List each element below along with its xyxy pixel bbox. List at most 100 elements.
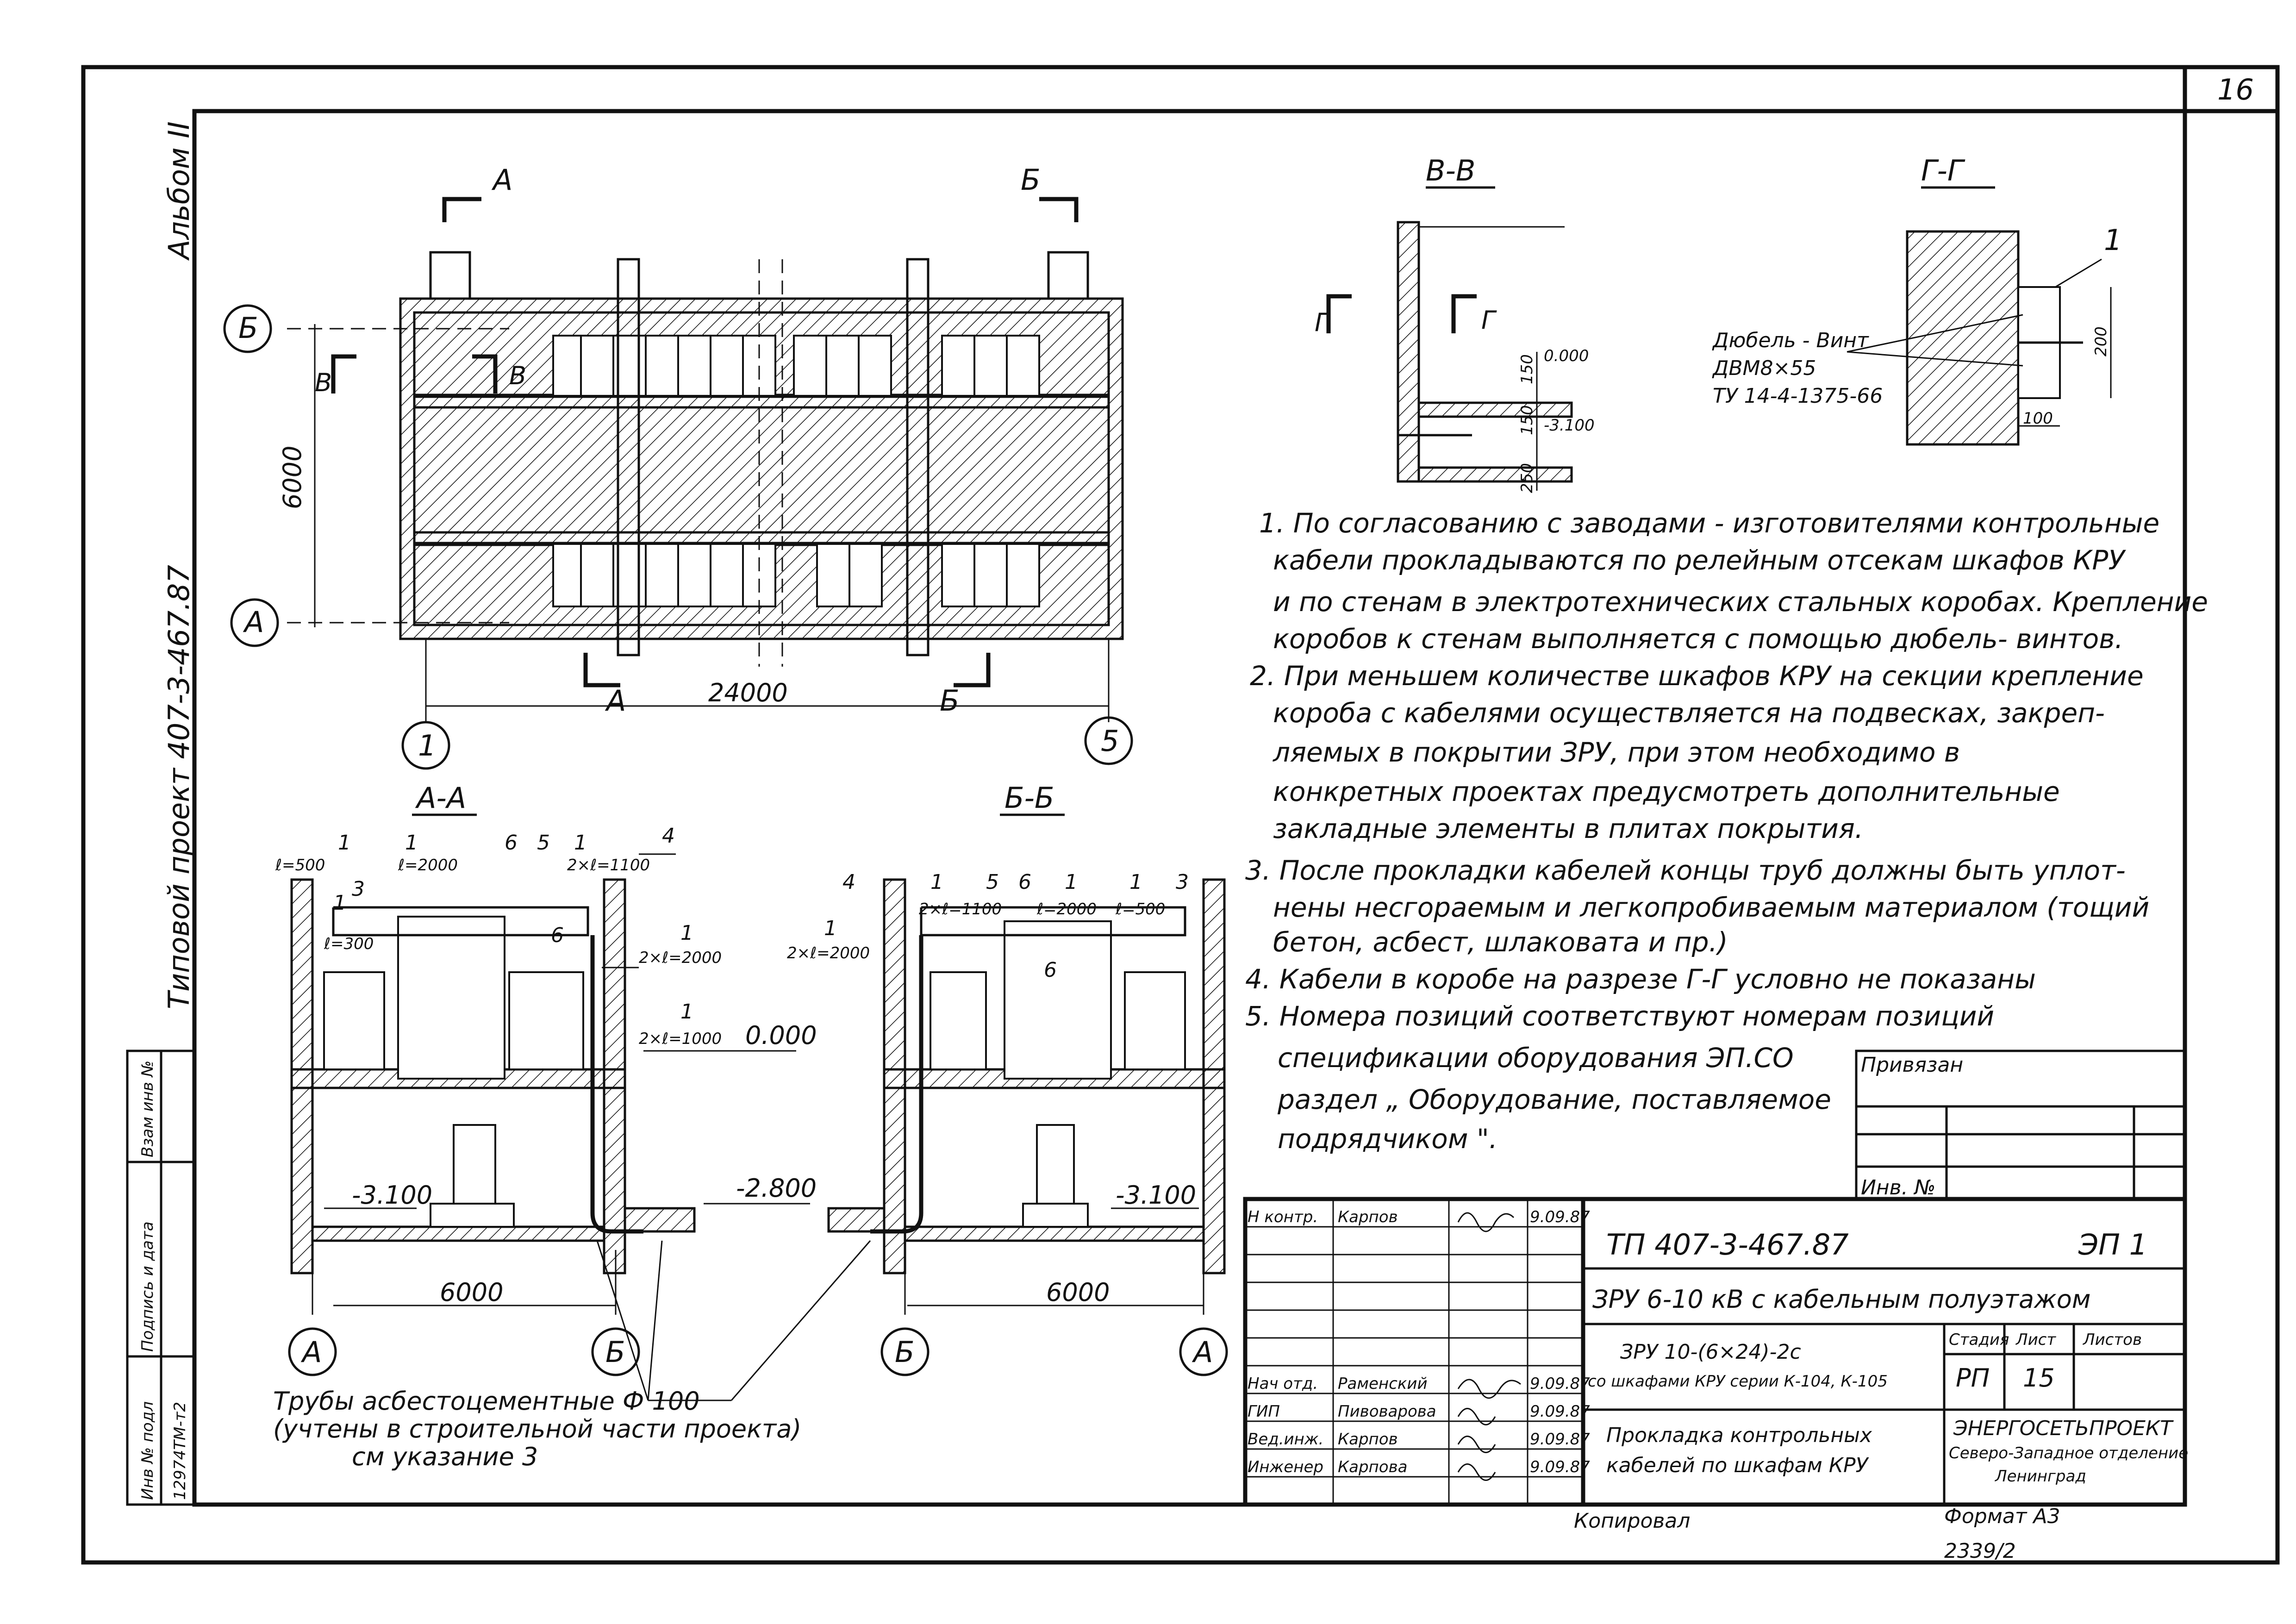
- aa-callout-7: 3: [352, 877, 365, 901]
- sign-name-1: Карпов: [1338, 1208, 1398, 1226]
- sign-date-3: 9.09.87: [1530, 1402, 1590, 1421]
- bb-callout-6b: 6: [1044, 958, 1057, 982]
- aa-callout-4: 4: [662, 824, 675, 848]
- bb-length-2: ℓ=2000: [1036, 900, 1097, 918]
- section-aa-title: А-А: [415, 781, 466, 815]
- fastener-line-3: ТУ 14-4-1375-66: [1713, 384, 1883, 408]
- copied-label: Копировал: [1574, 1509, 1690, 1533]
- album-label: Альбом II: [162, 121, 196, 261]
- plan-axis-1: 1: [418, 729, 436, 762]
- signature-squiggle-4: [1457, 1436, 1496, 1453]
- pipe-note: Трубы асбестоцементные Ф 100 (учтены в с…: [273, 1240, 871, 1471]
- section-aa-axis-a: А: [300, 1335, 322, 1369]
- sheet-frame: 16: [81, 65, 2280, 1565]
- sign-role-5: Инженер: [1248, 1458, 1323, 1476]
- section-vv: В-В Г Г 150 150 250 0.000 -3.100: [1315, 154, 1595, 493]
- aa-callout-5: 5: [537, 831, 550, 855]
- sign-date-2: 9.09.87: [1530, 1374, 1590, 1393]
- section-vv-level-1: -3.100: [1544, 416, 1595, 435]
- title-drawing-1: Прокладка контрольных: [1606, 1424, 1872, 1447]
- note-line-2: кабели прокладываются по релейным отсека…: [1273, 544, 2126, 576]
- note-line-1: 1. По согласованию с заводами - изготови…: [1259, 507, 2159, 539]
- note-line-17: подрядчиком ".: [1278, 1123, 1497, 1155]
- plan-dim-height: 6000: [278, 446, 307, 509]
- cut-label-a-bottom: А: [605, 684, 626, 718]
- bb-callout-1d: 1: [824, 917, 837, 940]
- sign-name-5: Карпова: [1338, 1458, 1407, 1476]
- sign-role-4: Вед.инж.: [1248, 1430, 1323, 1449]
- section-vv-dim-2: 150: [1518, 405, 1536, 435]
- aa-callout-6: 6: [505, 831, 518, 855]
- cut-label-v-left: В: [315, 368, 332, 397]
- title-sheet-label: Лист: [2015, 1330, 2056, 1349]
- note-line-14: 5. Номера позиций соответствуют номерам …: [1245, 1000, 1994, 1032]
- aa-length-4: ℓ=300: [324, 935, 374, 953]
- aa-length-1: ℓ=500: [275, 856, 325, 874]
- section-aa: А-А 6000 А Б 0.000 -3.100 -2.800 1 ℓ=500…: [275, 781, 817, 1376]
- bb-callout-4: 4: [842, 870, 855, 894]
- section-gg-dim-height: 200: [2092, 326, 2110, 356]
- signature-squiggle-1: [1457, 1212, 1515, 1232]
- note-line-15: спецификации оборудования ЭП.СО: [1278, 1042, 1794, 1074]
- aa-callout-9: 6: [551, 924, 564, 947]
- notes: 1. По согласованию с заводами - изготови…: [1245, 507, 2208, 1155]
- title-subject-2: со шкафами КРУ серии К-104, К-105: [1588, 1372, 1888, 1391]
- section-gg-pos: 1: [2104, 223, 2122, 257]
- format-label: Формат А3: [1944, 1505, 2060, 1528]
- section-vv-title: В-В: [1426, 154, 1475, 187]
- title-org-3: Ленинград: [1994, 1467, 2086, 1486]
- plan-axis-b: Б: [238, 311, 258, 345]
- plan-dim-length: 24000: [708, 678, 788, 707]
- aa-callout-10: 1: [680, 921, 693, 945]
- section-aa-level-1: -3.100: [352, 1181, 432, 1210]
- stamp-label-inventory: Инв № подл: [138, 1401, 157, 1500]
- title-drawing-2: кабелей по шкафам КРУ: [1606, 1454, 1870, 1477]
- order-number: 2339/2: [1944, 1539, 2016, 1563]
- title-object: ЗРУ 6-10 кВ с кабельным полуэтажом: [1592, 1285, 2091, 1314]
- cut-label-a-top: А: [491, 163, 512, 197]
- plan-cabinets-upper: [552, 335, 1040, 397]
- note-line-5: 2. При меньшем количестве шкафов КРУ на …: [1250, 660, 2144, 692]
- section-bb-title: Б-Б: [1004, 781, 1054, 815]
- bb-length-4: 2×ℓ=2000: [787, 944, 870, 962]
- plan-view: 6000 24000 Б А 1 5 А Б А Б В В: [223, 163, 1133, 770]
- side-margin: Альбом II Типовой проект 407-3-467.87 Вз…: [126, 121, 196, 1506]
- section-aa-dim: 6000: [440, 1278, 503, 1307]
- title-org-2: Северо-Западное отделение: [1949, 1444, 2188, 1462]
- title-sheets-label: Листов: [2082, 1330, 2142, 1349]
- aa-length-6: 2×ℓ=1000: [639, 1030, 722, 1048]
- signature-squiggle-5: [1457, 1463, 1496, 1481]
- section-vv-dim-3: 250: [1518, 463, 1536, 493]
- fastener-line-2: ДВМ8×55: [1712, 356, 1816, 380]
- section-bb: Б-Б 6000 Б А -3.100 4 1 5 6 1 1 3 2×ℓ=11…: [787, 781, 1228, 1376]
- section-gg-title: Г-Г: [1921, 154, 1965, 187]
- title-sheet: 15: [2023, 1363, 2055, 1393]
- note-line-16: раздел „ Оборудование, поставляемое: [1277, 1084, 1831, 1115]
- pipe-note-line-1: Трубы асбестоцементные Ф 100: [273, 1387, 700, 1416]
- sheet-number: 16: [2217, 73, 2254, 106]
- section-vv-cut-left: Г: [1315, 308, 1330, 337]
- project-label: Типовой проект 407-3-467.87: [162, 565, 196, 1009]
- note-line-6: короба с кабелями осуществляется на подв…: [1273, 697, 2105, 729]
- cut-label-b-top: Б: [1021, 163, 1041, 197]
- title-stage: РП: [1956, 1363, 1990, 1393]
- bb-callout-1: 1: [930, 870, 943, 894]
- title-org-1: ЭНЕРГОСЕТЬПРОЕКТ: [1953, 1417, 2174, 1440]
- cut-label-b-bottom: Б: [940, 684, 960, 718]
- section-aa-level-0: 0.000: [745, 1021, 817, 1050]
- note-line-9: закладные элементы в плитах покрытия.: [1273, 813, 1863, 844]
- fastener-line-1: Дюбель - Винт: [1712, 329, 1869, 352]
- sign-role-2: Нач отд.: [1248, 1374, 1318, 1393]
- privyazan-inv: Инв. №: [1861, 1176, 1935, 1199]
- section-aa-axis-b: Б: [605, 1335, 625, 1369]
- pipe-note-line-3: см указание 3: [352, 1442, 538, 1471]
- plan-axis-a: А: [243, 605, 264, 639]
- privyazan-block: Привязан Инв. №: [1855, 1049, 2186, 1200]
- section-vv-level-0: 0.000: [1544, 347, 1589, 365]
- pipe-note-line-2: (учтены в строительной части проекта): [273, 1414, 801, 1443]
- note-line-4: коробов к стенам выполняется с помощью д…: [1273, 623, 2123, 655]
- bb-callout-5: 5: [986, 870, 999, 894]
- section-aa-level-2: -2.800: [736, 1174, 817, 1203]
- section-bb-axis-b: Б: [895, 1335, 915, 1369]
